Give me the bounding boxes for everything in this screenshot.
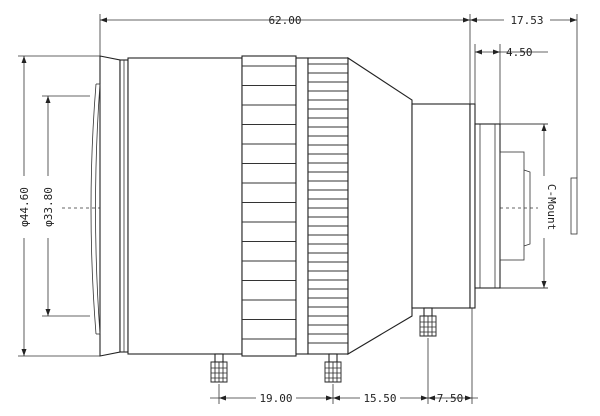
c-mount-label-group: C-Mount (500, 123, 558, 289)
c-mount-thread (474, 123, 501, 289)
dim-rear-protrusion: 17.53 (470, 12, 578, 178)
focus-ring (241, 55, 297, 357)
dim-screw1-screw2-text: 19.00 (259, 392, 292, 405)
ring-spacer (295, 57, 309, 355)
dim-filter-diameter: φ33.80 (40, 95, 90, 317)
dim-screw2-screw3-text: 15.50 (363, 392, 396, 405)
dim-front-diameter-text: φ44.60 (18, 187, 31, 227)
rear-body (411, 103, 471, 309)
lock-screw-3 (419, 307, 437, 337)
c-mount-label: C-Mount (545, 184, 558, 230)
front-element (90, 55, 121, 357)
main-barrel (127, 57, 243, 355)
dim-bottom: 19.00 15.50 7.50 (210, 308, 478, 405)
lock-screw-2 (324, 353, 342, 383)
mount-flange (469, 103, 476, 309)
dim-overall-length: 62.00 (99, 14, 471, 104)
front-ring (119, 59, 129, 353)
dim-flange-offset-text: 4.50 (506, 46, 533, 59)
dim-rear-protrusion-text: 17.53 (510, 14, 543, 27)
dim-flange-offset: 4.50 (474, 44, 548, 124)
iris-ring (307, 57, 349, 355)
rear-taper (347, 56, 413, 355)
dim-overall-length-text: 62.00 (268, 14, 301, 27)
lock-screw-1 (210, 353, 228, 383)
sensor-plane (570, 177, 578, 235)
dim-front-diameter: φ44.60 (16, 55, 100, 357)
dim-filter-diameter-text: φ33.80 (42, 187, 55, 227)
dim-screw3-flange-text: 7.50 (437, 392, 464, 405)
